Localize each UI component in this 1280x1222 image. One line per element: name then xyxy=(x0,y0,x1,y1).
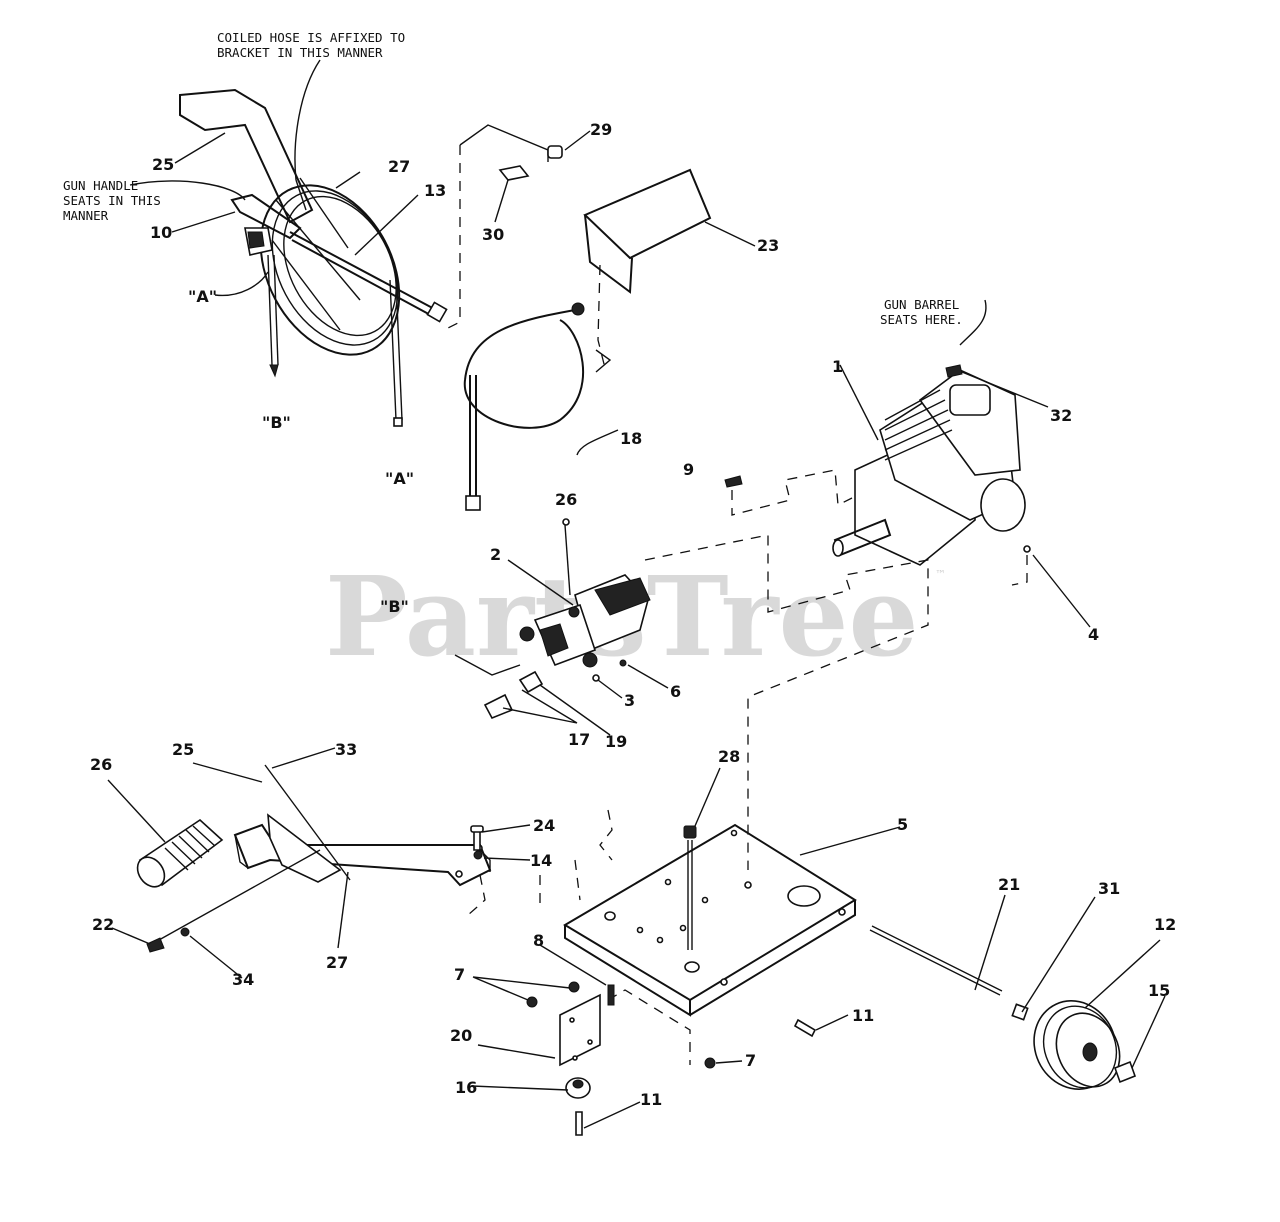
bolt-8 xyxy=(607,984,615,1006)
bracket-20 xyxy=(559,993,601,1067)
callout-2: 2 xyxy=(490,545,501,564)
callout-11-side: 11 xyxy=(852,1006,874,1025)
callout-31: 31 xyxy=(1098,879,1120,898)
bolt-11-bottom xyxy=(575,1111,583,1136)
callout-30: 30 xyxy=(482,225,504,244)
note-coiled-hose: COILED HOSE IS AFFIXED TO BRACKET IN THI… xyxy=(217,30,405,60)
mark-a-hose: "A" xyxy=(385,469,414,488)
cap-15 xyxy=(1113,1060,1137,1084)
nut-7b xyxy=(568,981,580,993)
svg-text:GUN BARREL: GUN BARREL xyxy=(884,297,959,312)
watermark-tm: ™ xyxy=(935,568,946,581)
callout-9: 9 xyxy=(683,460,694,479)
callout-6: 6 xyxy=(670,682,681,701)
callout-26-pump: 26 xyxy=(555,490,577,509)
nut-7a xyxy=(526,996,538,1008)
callout-1: 1 xyxy=(832,357,843,376)
callout-21: 21 xyxy=(998,875,1020,894)
connector-engine xyxy=(731,469,853,516)
mark-b-pump: "B" xyxy=(380,597,409,616)
bolt-4 xyxy=(1023,545,1031,553)
connector-b xyxy=(454,654,521,676)
callout-28: 28 xyxy=(718,747,740,766)
callout-18: 18 xyxy=(620,429,642,448)
callout-19: 19 xyxy=(605,732,627,751)
callout-7b: 7 xyxy=(745,1051,756,1070)
bolt-11-side xyxy=(793,1018,817,1038)
bracket-27 xyxy=(267,813,342,883)
callout-14: 14 xyxy=(530,851,552,870)
callout-11-bottom: 11 xyxy=(640,1090,662,1109)
callout-29: 29 xyxy=(590,120,612,139)
connector-7 xyxy=(607,989,691,1065)
wheel-12 xyxy=(1033,1000,1121,1090)
callout-8: 8 xyxy=(533,931,544,950)
nut-34 xyxy=(180,927,190,937)
connector-base xyxy=(644,534,929,870)
svg-text:GUN HANDLE: GUN HANDLE xyxy=(63,178,138,193)
axle-21 xyxy=(869,925,1003,996)
screw-6 xyxy=(619,659,627,667)
callout-12: 12 xyxy=(1154,915,1176,934)
pump xyxy=(483,524,651,720)
leader-lines xyxy=(107,59,1166,1129)
callout-32: 32 xyxy=(1050,406,1072,425)
callout-15: 15 xyxy=(1148,981,1170,1000)
note-gun-handle: GUN HANDLE SEATS IN THIS MANNER xyxy=(63,178,161,223)
coiled-hose xyxy=(259,177,401,356)
svg-text:BRACKET IN THIS MANNER: BRACKET IN THIS MANNER xyxy=(217,45,383,60)
callout-16: 16 xyxy=(455,1078,477,1097)
engine xyxy=(832,364,1026,566)
mark-a-gun: "A" xyxy=(188,287,217,306)
foot-16 xyxy=(565,1077,591,1099)
callout-27: 27 xyxy=(388,157,410,176)
callout-25: 25 xyxy=(152,155,174,174)
callout-3: 3 xyxy=(624,691,635,710)
callout-24: 24 xyxy=(533,816,555,835)
callout-26-grip: 26 xyxy=(90,755,112,774)
nut-7c xyxy=(704,1057,716,1069)
svg-text:COILED HOSE IS AFFIXED TO: COILED HOSE IS AFFIXED TO xyxy=(217,30,405,45)
callout-13: 13 xyxy=(424,181,446,200)
callout-22: 22 xyxy=(92,915,114,934)
grip xyxy=(136,818,224,888)
svg-text:SEATS HERE.: SEATS HERE. xyxy=(880,312,963,327)
base-plate xyxy=(563,823,857,1017)
bolt-28 xyxy=(683,825,697,950)
connector-4 xyxy=(1011,555,1028,586)
mark-b-gun: "B" xyxy=(262,413,291,432)
spray-gun xyxy=(230,193,448,427)
connector-center xyxy=(599,809,613,861)
callout-17: 17 xyxy=(568,730,590,749)
callout-34: 34 xyxy=(232,970,254,989)
hose-18 xyxy=(463,302,585,511)
callout-20: 20 xyxy=(450,1026,472,1045)
top-bracket xyxy=(443,124,563,331)
bolt-24 xyxy=(473,829,481,851)
callout-23: 23 xyxy=(757,236,779,255)
washer-3 xyxy=(592,674,600,682)
bolt-9 xyxy=(724,475,743,488)
connector-handle xyxy=(467,859,581,916)
callout-27-lower: 27 xyxy=(326,953,348,972)
rod-33 xyxy=(264,764,351,881)
callout-25-lower: 25 xyxy=(172,740,194,759)
svg-text:SEATS IN THIS: SEATS IN THIS xyxy=(63,193,161,208)
callout-5: 5 xyxy=(897,815,908,834)
callout-10: 10 xyxy=(150,223,172,242)
note-gun-barrel: GUN BARREL SEATS HERE. xyxy=(880,297,963,327)
bolt-22 xyxy=(146,937,165,953)
callout-33: 33 xyxy=(335,740,357,759)
cover xyxy=(583,168,712,373)
part-26-top xyxy=(562,518,570,526)
callout-4: 4 xyxy=(1088,625,1099,644)
svg-text:MANNER: MANNER xyxy=(63,208,109,223)
leader-22-line xyxy=(149,849,321,946)
washer-14 xyxy=(473,850,483,860)
handle-top xyxy=(179,88,314,224)
callout-7a: 7 xyxy=(454,965,465,984)
